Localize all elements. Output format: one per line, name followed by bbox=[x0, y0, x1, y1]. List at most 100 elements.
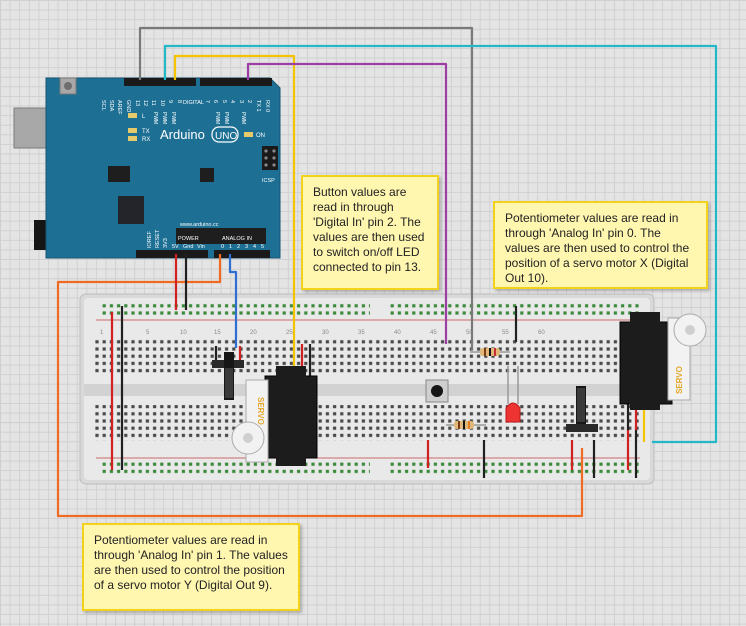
pin-label: TX 1 bbox=[255, 100, 261, 112]
power-header bbox=[136, 250, 208, 258]
breadboard: 1 5 10 15 20 25 30 35 40 45 50 55 60 bbox=[79, 293, 655, 485]
push-button[interactable] bbox=[425, 379, 449, 403]
column-number: 50 bbox=[466, 330, 473, 336]
pin-label: 0 bbox=[221, 244, 224, 250]
pin-label: 4 bbox=[253, 244, 256, 250]
column-number: 10 bbox=[180, 330, 187, 336]
pin-label: RX 0 bbox=[264, 100, 270, 112]
potentiometer-y bbox=[212, 352, 244, 400]
red-led bbox=[505, 366, 521, 423]
wires bbox=[56, 26, 718, 518]
digital-header-left bbox=[124, 78, 196, 86]
pin-label: SCL bbox=[100, 100, 106, 111]
servo-y-label: SERVO bbox=[256, 397, 265, 425]
analog-header-label: ANALOG IN bbox=[222, 236, 252, 242]
pin-label: 9 bbox=[167, 100, 173, 103]
center-trench bbox=[84, 384, 650, 396]
note-potentiometer-x: Potentiometer values are read in through… bbox=[493, 201, 708, 289]
potentiometer-x bbox=[566, 386, 598, 432]
icsp-label: ICSP bbox=[262, 178, 275, 184]
pin-label: 5V bbox=[172, 244, 179, 250]
tx-led bbox=[128, 128, 137, 133]
pin-label: 3V3 bbox=[163, 238, 169, 248]
note-button: Button values are read in through 'Digit… bbox=[301, 175, 439, 290]
servo-x-signal-wire bbox=[163, 44, 718, 444]
lower-terminal-strip bbox=[92, 405, 640, 441]
digital-header-label: DIGITAL bbox=[183, 100, 204, 106]
pin-label: 8 bbox=[176, 100, 182, 103]
column-number: 60 bbox=[538, 330, 545, 336]
small-chip bbox=[200, 168, 214, 182]
pin-label: GND bbox=[125, 100, 131, 112]
rx-led bbox=[128, 136, 137, 141]
column-number: 55 bbox=[502, 330, 509, 336]
usb-chip bbox=[108, 166, 130, 182]
column-number: 25 bbox=[286, 330, 293, 336]
icsp-header bbox=[262, 146, 278, 170]
pwm-label: PWM bbox=[223, 112, 229, 124]
column-number: 45 bbox=[430, 330, 437, 336]
l-led bbox=[128, 113, 137, 118]
pin-label: 12 bbox=[142, 100, 148, 106]
regulator bbox=[118, 196, 144, 224]
gnd-wire bbox=[138, 26, 474, 350]
arduino-website: www.arduino.cc bbox=[179, 222, 219, 228]
uno-badge bbox=[211, 126, 239, 143]
pin-label: 4 bbox=[229, 100, 235, 103]
note-potentiometer-y-text: Potentiometer values are read in through… bbox=[94, 533, 288, 592]
pin-label: 7 bbox=[204, 100, 210, 103]
pin-label: 5 bbox=[261, 244, 264, 250]
pin-label: 13 bbox=[134, 100, 140, 106]
pin-label: 2 bbox=[246, 100, 252, 103]
pin-label: Gnd bbox=[183, 244, 193, 250]
note-button-text: Button values are read in through 'Digit… bbox=[313, 185, 425, 274]
reset-button[interactable] bbox=[64, 82, 72, 90]
arduino-board: SCL SDA AREF GND 13 12 11 10 9 8 7 6 5 4… bbox=[13, 77, 281, 259]
resistor-led bbox=[470, 348, 510, 356]
resistor-button bbox=[446, 421, 486, 429]
on-led bbox=[244, 132, 253, 137]
pwm-label: PWM bbox=[161, 112, 167, 124]
pin-label: RESET bbox=[155, 229, 161, 248]
pin-label: 10 bbox=[159, 100, 165, 106]
note-potentiometer-y: Potentiometer values are read in through… bbox=[82, 523, 300, 611]
pin-label: 3 bbox=[245, 244, 248, 250]
pin-label: 3 bbox=[238, 100, 244, 103]
column-number: 40 bbox=[394, 330, 401, 336]
pin-label: 11 bbox=[150, 100, 156, 106]
bottom-pin-labels: IOREF RESET 3V3 5V Gnd Vin 0 1 2 3 4 5 bbox=[147, 229, 264, 250]
column-number: 1 bbox=[100, 330, 104, 336]
analog-header bbox=[214, 250, 270, 258]
column-number: 5 bbox=[146, 330, 150, 336]
column-numbers: 1 5 10 15 20 25 30 35 40 45 50 55 60 bbox=[100, 330, 545, 336]
pwm-label: PWM bbox=[152, 112, 158, 124]
servo-y-signal-wire bbox=[173, 54, 296, 344]
column-number: 20 bbox=[250, 330, 257, 336]
button-signal-wire bbox=[246, 62, 448, 344]
pin-label: 2 bbox=[237, 244, 240, 250]
pwm-label: PWM bbox=[170, 112, 176, 124]
note-potentiometer-x-text: Potentiometer values are read in through… bbox=[505, 211, 690, 285]
pot-x-analog-wire bbox=[228, 254, 238, 348]
on-led-label: ON bbox=[256, 133, 265, 139]
pin-label: IOREF bbox=[147, 231, 153, 248]
l-led-label: L bbox=[142, 114, 146, 120]
tx-led-label: TX bbox=[142, 129, 150, 135]
servo-motor-x: SERVO bbox=[619, 312, 707, 410]
pin-label: 1 bbox=[229, 244, 232, 250]
arduino-model: UNO bbox=[215, 131, 237, 142]
column-number: 35 bbox=[358, 330, 365, 336]
servo-motor-y: SERVO bbox=[231, 366, 318, 466]
bottom-power-rail-right bbox=[390, 462, 640, 476]
pin-label: 5 bbox=[221, 100, 227, 103]
power-header-label: POWER bbox=[178, 236, 199, 242]
pwm-labels: PWM PWM PWM PWM PWM PWM bbox=[152, 112, 246, 124]
pin-label: AREF bbox=[116, 100, 122, 115]
pwm-label: PWM bbox=[214, 112, 220, 124]
bottom-power-rail-left bbox=[100, 462, 370, 476]
pot-y-analog-wire bbox=[56, 254, 584, 518]
column-number: 30 bbox=[322, 330, 329, 336]
rx-led-label: RX bbox=[142, 137, 150, 143]
servo-x-label: SERVO bbox=[675, 366, 684, 394]
